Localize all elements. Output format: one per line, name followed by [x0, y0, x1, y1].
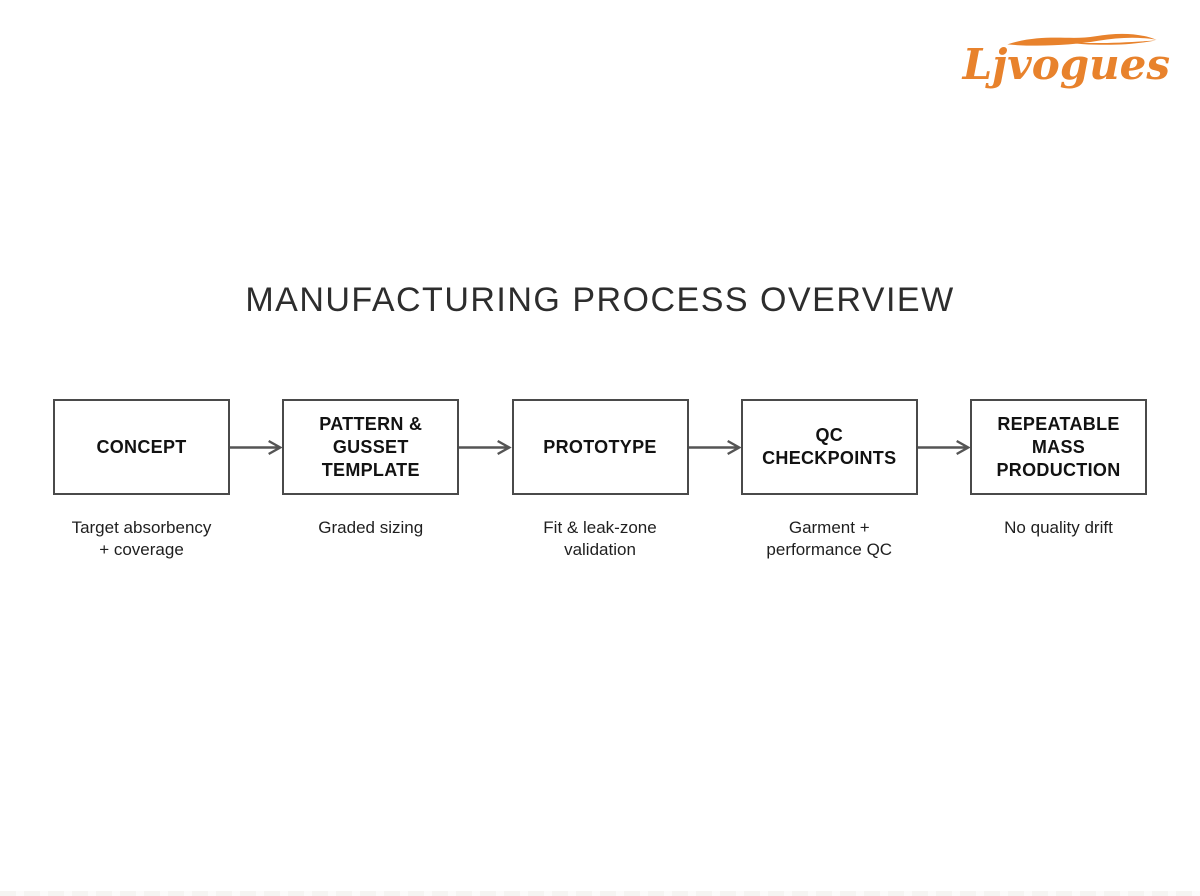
flow-arrow — [917, 399, 970, 495]
process-stage-mass-production: REPEATABLE MASS PRODUCTION No quality dr… — [970, 399, 1147, 539]
brand-logo: Ljvogues — [955, 30, 1170, 88]
stage-box: REPEATABLE MASS PRODUCTION — [970, 399, 1147, 495]
brand-logo-text: Ljvogues — [962, 40, 1170, 89]
stage-label: CONCEPT — [96, 436, 187, 457]
stage-box: QC CHECKPOINTS — [740, 399, 918, 495]
stage-caption: Graded sizing — [318, 518, 424, 537]
stage-caption: Target absorbency + coverage — [71, 518, 212, 559]
stage-box: PATTERN & GUSSET TEMPLATE — [282, 399, 460, 495]
stage-label: QC CHECKPOINTS — [762, 425, 897, 468]
process-stage-qc: QC CHECKPOINTS Garment + performance QC — [740, 399, 918, 561]
stage-caption: Garment + performance QC — [766, 518, 893, 559]
bottom-crop-artifact — [0, 891, 1200, 896]
flow-arrow — [230, 399, 283, 495]
process-stage-concept: CONCEPT Target absorbency + coverage — [53, 399, 230, 561]
process-stage-prototype: PROTOTYPE Fit & leak-zone validation — [511, 399, 689, 561]
stage-label: PATTERN & GUSSET TEMPLATE — [319, 413, 423, 480]
flow-arrow — [459, 399, 512, 495]
page-title: MANUFACTURING PROCESS OVERVIEW — [245, 281, 955, 319]
stage-caption: Fit & leak-zone validation — [543, 518, 657, 559]
process-stage-pattern: PATTERN & GUSSET TEMPLATE Graded sizing — [282, 399, 460, 539]
swoosh-icon — [1007, 33, 1157, 46]
stage-box: PROTOTYPE — [511, 399, 689, 495]
stage-label: PROTOTYPE — [543, 436, 657, 457]
flow-arrow — [688, 399, 741, 495]
stage-caption: No quality drift — [1004, 518, 1113, 537]
stage-box: CONCEPT — [53, 399, 230, 495]
process-flow: CONCEPT Target absorbency + coverage PAT… — [53, 399, 1147, 561]
stage-label: REPEATABLE MASS PRODUCTION — [996, 413, 1121, 480]
